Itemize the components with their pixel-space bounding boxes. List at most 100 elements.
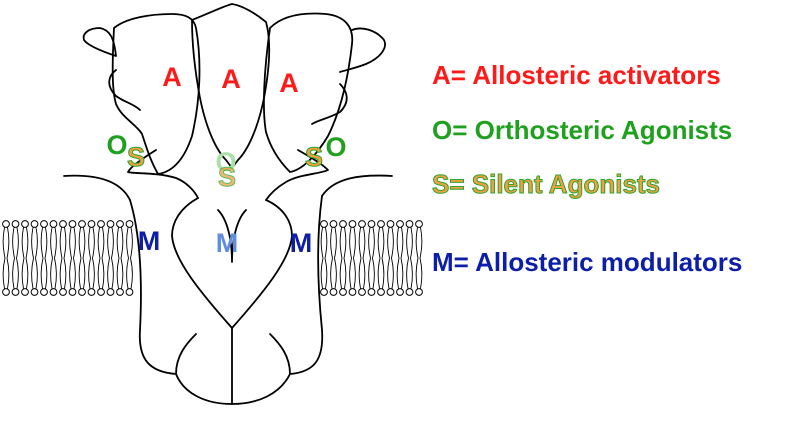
membrane-right-lipid-head bbox=[415, 220, 423, 228]
membrane-left-lipid-head bbox=[125, 220, 134, 228]
membrane-left-lipid-tail bbox=[97, 227, 105, 259]
membrane-left-lipid-tail bbox=[40, 257, 48, 289]
membrane-left-lipid-head bbox=[30, 220, 39, 228]
modulator-site-left: M bbox=[138, 226, 161, 256]
membrane-left-lipid-tail bbox=[107, 257, 114, 289]
membrane-left-lipid-head bbox=[68, 288, 77, 296]
membrane-right-lipid-head bbox=[339, 220, 347, 228]
membrane-right-lipid-tail bbox=[406, 227, 413, 259]
membrane-left-lipid-head bbox=[116, 220, 124, 228]
membrane-left-lipid-head bbox=[21, 288, 29, 296]
membrane-left-lipid-head bbox=[87, 220, 96, 228]
activator-site-right: A bbox=[279, 68, 299, 98]
membrane-left-lipid-head bbox=[11, 288, 20, 296]
membrane-right-lipid-head bbox=[377, 220, 385, 228]
membrane-left-lipid-tail bbox=[126, 227, 133, 259]
membrane-left-lipid-head bbox=[106, 220, 115, 228]
pore-left bbox=[171, 197, 233, 329]
membrane-right-lipid-tail bbox=[377, 257, 385, 289]
membrane-left-lipid-head bbox=[30, 288, 39, 296]
silent-site-right: S bbox=[305, 142, 323, 172]
membrane-left-lipid-head bbox=[116, 288, 124, 296]
membrane-right-lipid-head bbox=[367, 288, 376, 296]
membrane-right-lipid-head bbox=[386, 220, 395, 228]
membrane-right-lipid-head bbox=[396, 220, 404, 228]
membrane-left-lipid-tail bbox=[78, 227, 86, 259]
membrane-left-lipid-tail bbox=[97, 257, 105, 289]
membrane-left-lipid-head bbox=[68, 220, 77, 228]
membrane-left-lipid-head bbox=[49, 288, 58, 296]
membrane-left-lipid-head bbox=[78, 220, 86, 228]
membrane-left-lipid-tail bbox=[88, 257, 95, 289]
membrane-right-lipid-tail bbox=[349, 257, 356, 289]
membrane-right-lipid-tail bbox=[396, 257, 404, 289]
membrane-right-lipid-tail bbox=[339, 227, 347, 259]
membrane-right-lipid-head bbox=[415, 288, 423, 296]
membrane-left-lipid-head bbox=[11, 220, 20, 228]
membrane-left-lipid-tail bbox=[107, 227, 114, 259]
silent-site-left: S bbox=[127, 142, 145, 172]
silent-site-center: S bbox=[218, 162, 236, 192]
receptor-outline bbox=[63, 3, 393, 405]
membrane-left-lipid-head bbox=[106, 288, 115, 296]
membrane-right-lipid-tail bbox=[368, 257, 375, 289]
membrane-left-lipid-head bbox=[21, 220, 29, 228]
membrane-left-lipid-tail bbox=[12, 257, 19, 289]
membrane-right-lipid-head bbox=[329, 288, 338, 296]
membrane-right-lipid-head bbox=[320, 220, 328, 228]
membrane-left-lipid-tail bbox=[50, 227, 57, 259]
petal-right bbox=[339, 27, 386, 73]
membrane-right-lipid-head bbox=[396, 288, 404, 296]
legend-modulators: M= Allosteric modulators bbox=[432, 247, 743, 277]
membrane-left-lipid-tail bbox=[12, 227, 19, 259]
membrane-right bbox=[320, 220, 423, 296]
membrane-left-lipid-head bbox=[125, 288, 134, 296]
membrane-right-lipid-tail bbox=[415, 257, 423, 289]
membrane-left-lipid-tail bbox=[59, 227, 67, 259]
membrane-left-lipid-head bbox=[2, 220, 10, 228]
activator-site-center: A bbox=[221, 64, 241, 94]
subunit-left bbox=[111, 13, 201, 175]
membrane-right-lipid-tail bbox=[368, 227, 375, 259]
membrane-right-lipid-tail bbox=[330, 227, 337, 259]
membrane-right-lipid-tail bbox=[415, 227, 423, 259]
pore-right bbox=[231, 199, 293, 329]
membrane-left-lipid-tail bbox=[21, 227, 29, 259]
membrane-left-lipid-tail bbox=[2, 257, 10, 289]
membrane-right-lipid-tail bbox=[396, 227, 404, 259]
membrane-left-lipid-head bbox=[87, 288, 96, 296]
subunit-right bbox=[263, 12, 354, 173]
membrane-left-lipid-tail bbox=[31, 227, 38, 259]
membrane-left-lipid-tail bbox=[116, 227, 124, 259]
membrane-right-lipid-tail bbox=[406, 257, 413, 289]
legend-silent-agonists: S= Silent Agonists bbox=[431, 169, 661, 199]
membrane-left-lipid-tail bbox=[21, 257, 29, 289]
membrane-right-lipid-tail bbox=[349, 227, 356, 259]
membrane-right-lipid-tail bbox=[339, 257, 347, 289]
membrane-right-lipid-tail bbox=[320, 257, 328, 289]
membrane-right-lipid-tail bbox=[358, 257, 366, 289]
membrane-left-lipid-tail bbox=[40, 227, 48, 259]
membrane-left-lipid-tail bbox=[69, 257, 76, 289]
orthosteric-site-center: O bbox=[215, 147, 236, 177]
membrane-left bbox=[2, 220, 134, 296]
membrane-right-lipid-head bbox=[339, 288, 347, 296]
membrane-left-lipid-tail bbox=[116, 257, 124, 289]
membrane-left-lipid-tail bbox=[126, 257, 133, 289]
membrane-right-lipid-head bbox=[405, 220, 414, 228]
modulator-site-right: M bbox=[290, 228, 313, 258]
modulator-site-center: M bbox=[216, 228, 239, 258]
activator-site-left: A bbox=[162, 62, 182, 92]
membrane-left-lipid-head bbox=[97, 288, 105, 296]
membrane-left-lipid-head bbox=[49, 220, 58, 228]
membrane-right-lipid-tail bbox=[320, 227, 328, 259]
membrane-right-lipid-head bbox=[386, 288, 395, 296]
membrane-left-lipid-head bbox=[97, 220, 105, 228]
membrane-left-lipid-head bbox=[2, 288, 10, 296]
membrane-right-lipid-tail bbox=[387, 257, 394, 289]
membrane-left-lipid-tail bbox=[2, 227, 10, 259]
membrane-left-lipid-tail bbox=[50, 257, 57, 289]
membrane-left-lipid-tail bbox=[69, 227, 76, 259]
membrane-left-lipid-head bbox=[40, 220, 48, 228]
